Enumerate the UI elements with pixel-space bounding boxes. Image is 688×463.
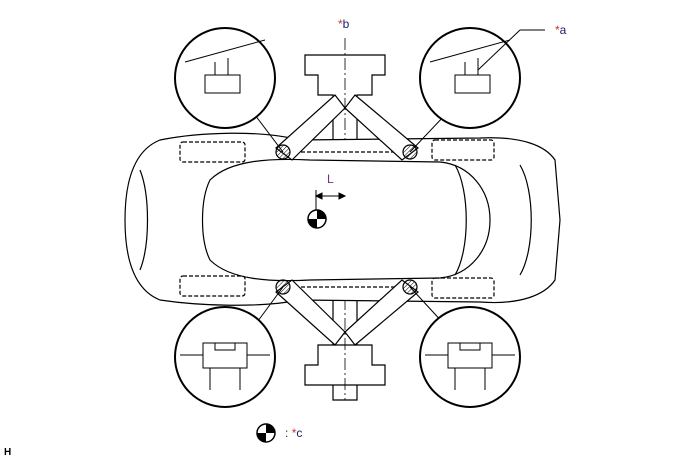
label-l: L (327, 172, 334, 186)
center-of-gravity-icon (307, 209, 327, 229)
callout-b: *b (338, 17, 349, 31)
label-b: b (342, 17, 350, 31)
vehicle-outline (124, 132, 561, 306)
detail-contents (180, 29, 545, 390)
callout-a: *a (555, 23, 566, 37)
label-a: a (559, 23, 567, 37)
figure-code: H (4, 447, 12, 458)
legend-cog-icon (256, 423, 276, 443)
label-c: c (296, 426, 303, 440)
asterisk: * (338, 17, 343, 31)
legend-c: : *c (285, 426, 302, 440)
asterisk: * (555, 23, 560, 37)
legend-separator: : (285, 426, 289, 440)
asterisk: * (291, 426, 297, 440)
lift-arms (275, 94, 419, 346)
